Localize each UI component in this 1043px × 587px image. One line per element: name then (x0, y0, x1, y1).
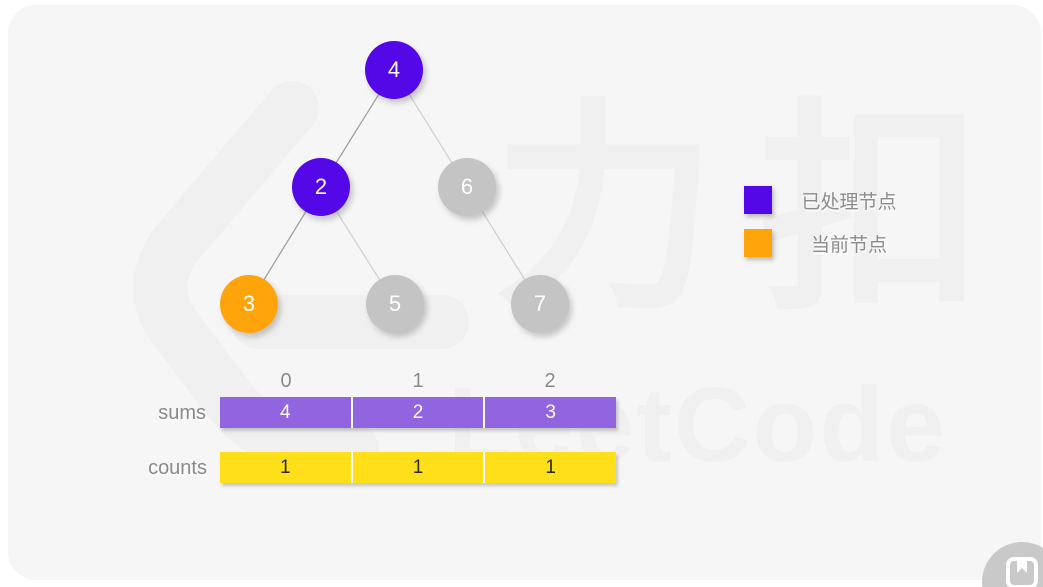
legend-label: 已处理节点 (801, 191, 897, 213)
tree-node-value: 7 (533, 291, 547, 316)
legend-item-processed: 已处理节点 (744, 186, 910, 214)
tree-node-6: 6 (438, 158, 496, 216)
tree-node-value: 6 (460, 174, 474, 199)
legend-item-current: 当前节点 (744, 229, 910, 257)
sums-cell-1: 2 (352, 397, 484, 428)
sums-cell-0: 4 (220, 397, 351, 428)
legend-label: 当前节点 (810, 234, 887, 256)
tree-node-7: 7 (511, 275, 569, 333)
counts-array-label: counts (148, 457, 207, 479)
tree-node-value: 4 (387, 57, 401, 82)
tree-node-value: 5 (388, 291, 402, 316)
sums-array: 4 2 3 (220, 397, 617, 428)
sums-array-label: sums (158, 402, 206, 424)
legend: 已处理节点 当前节点 (744, 186, 910, 272)
corner-badge (982, 542, 1043, 587)
index-label-0: 0 (280, 370, 292, 392)
counts-array: 1 1 1 (220, 452, 617, 483)
tree-node-5: 5 (366, 275, 424, 333)
tree-node-3: 3 (220, 275, 278, 333)
tree-node-4: 4 (365, 41, 423, 99)
index-label-1: 1 (412, 370, 424, 392)
index-label-2: 2 (544, 370, 556, 392)
array-index-labels: 0 1 2 (220, 370, 616, 393)
sums-cell-2: 3 (485, 397, 617, 428)
tree-node-value: 2 (314, 174, 328, 199)
tree-node-value: 3 (242, 291, 256, 316)
counts-cell-0: 1 (220, 452, 351, 483)
counts-cell-2: 1 (485, 452, 617, 483)
tree-node-2: 2 (292, 158, 350, 216)
current-node-swatch-icon (744, 229, 772, 257)
processed-node-swatch-icon (744, 186, 772, 214)
leetcode-mark-icon (1006, 557, 1038, 587)
counts-cell-1: 1 (352, 452, 484, 483)
